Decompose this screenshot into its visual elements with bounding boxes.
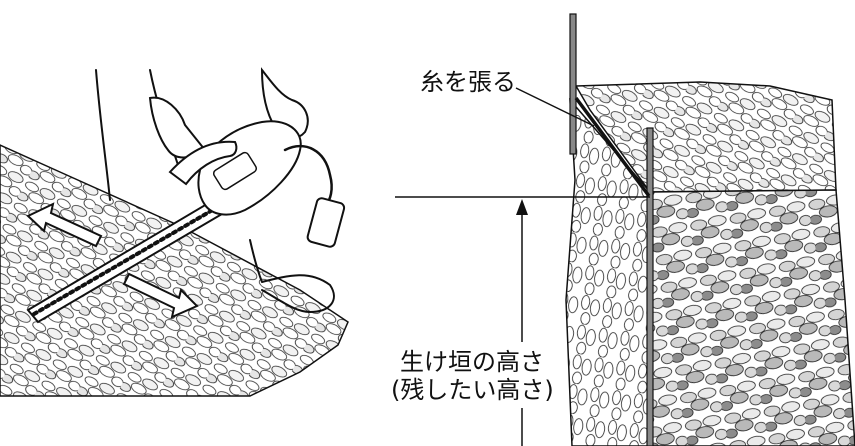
arrow-up-left-icon — [26, 202, 103, 248]
guide-string — [574, 96, 651, 198]
stake-back — [569, 13, 577, 155]
right-hedge-scene: 糸を張る 生け垣の高さ (残したい高さ) — [391, 13, 855, 446]
string-label: 糸を張る — [420, 68, 516, 96]
stake-front — [646, 127, 654, 446]
power-cord — [283, 144, 333, 207]
power-plug — [306, 197, 346, 248]
height-label-line1: 生け垣の高さ — [400, 348, 544, 376]
string-leader-line — [515, 87, 595, 127]
arrow-down-right-icon — [122, 272, 199, 319]
left-hedge — [0, 144, 349, 397]
hedge-top-face — [574, 81, 837, 193]
height-label-line2: (残したい高さ) — [391, 376, 554, 404]
hedge-front-face — [649, 189, 855, 446]
trimmer-vent — [212, 151, 258, 191]
height-arrowhead-icon — [516, 199, 528, 215]
left-hedge-scene — [0, 67, 349, 397]
trimmer-grip — [168, 140, 238, 186]
